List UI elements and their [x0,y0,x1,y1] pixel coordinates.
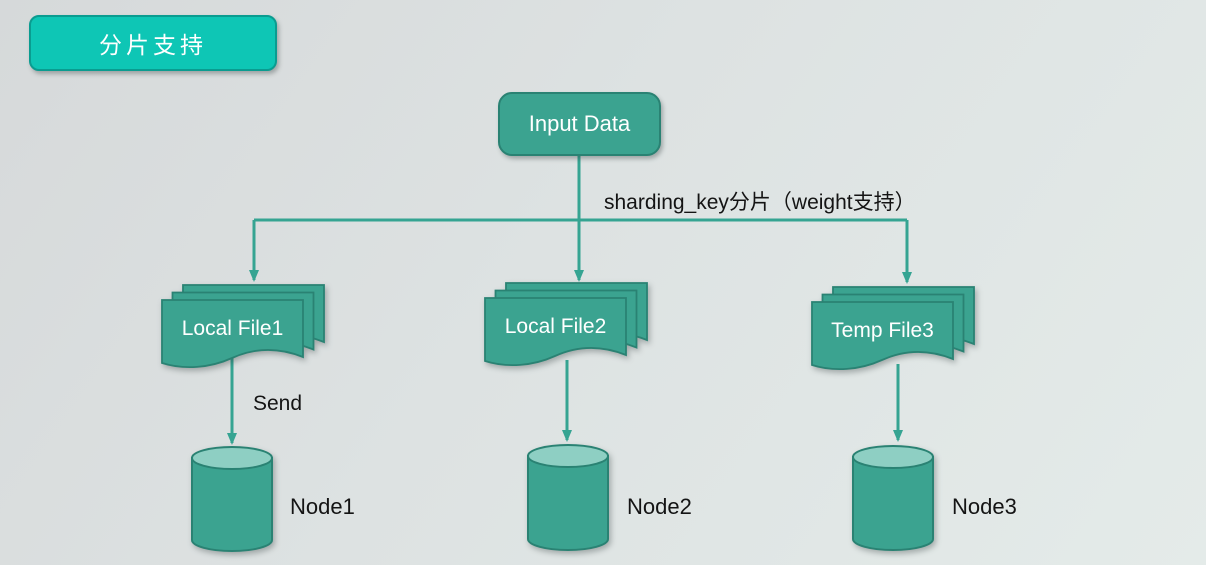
sharding-support-badge-label: 分片支持 [99,32,207,58]
database-cylinder-shape-1 [191,446,273,552]
connector-lines [227,155,912,445]
database-cylinder-shape-2 [527,444,609,551]
sharding-support-badge: 分片支持 [29,15,277,71]
database-cylinder-shape-3 [852,445,934,551]
local-file1-label: Local File1 [181,317,284,340]
node2-label: Node2 [627,494,692,519]
temp-file3-label: Temp File3 [831,319,934,342]
send-label: Send [253,392,303,415]
file-stack-shape-1 [161,284,325,368]
file-stack-shape-3 [811,286,975,370]
node3-label: Node3 [952,494,1017,519]
local-file2-label: Local File2 [504,315,607,338]
input-data-label: Input Data [528,111,631,136]
node1-label: Node1 [290,494,355,519]
sharding-key-branch-label: sharding_key分片（weight支持） [604,191,916,214]
file-stack-shape-2 [484,282,648,366]
input-data-box: Input Data [498,92,661,156]
